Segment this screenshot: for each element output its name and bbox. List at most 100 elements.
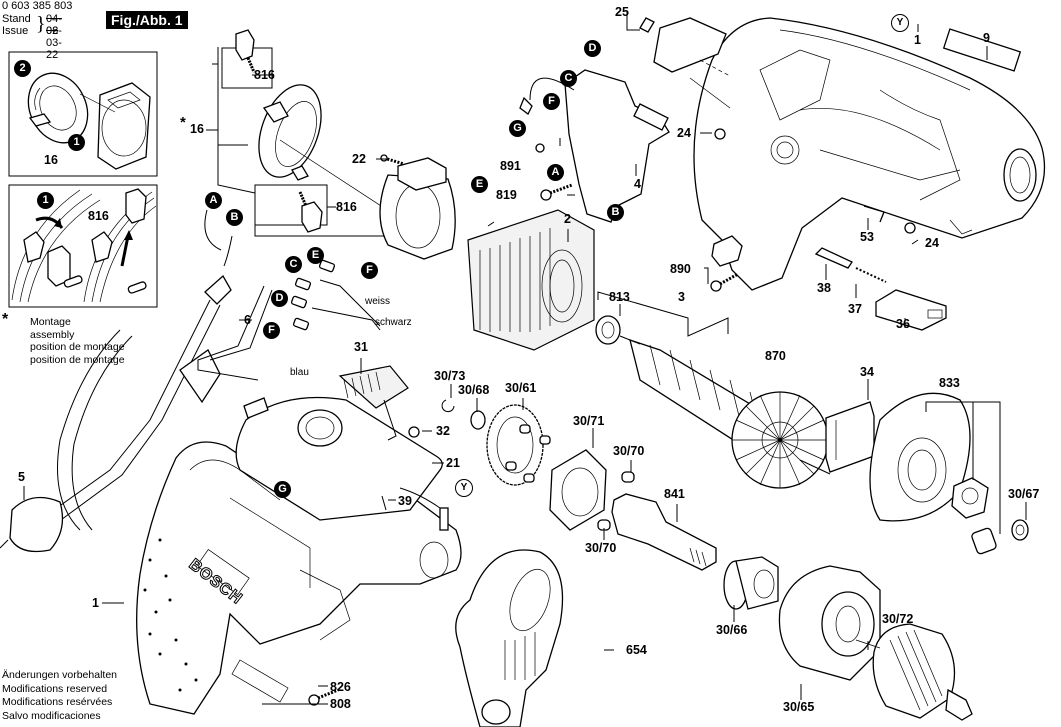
part-label-5: 5: [18, 470, 25, 484]
stand-label: Stand: [2, 13, 31, 25]
bearing-flange-illustration: [869, 392, 1029, 555]
connection-badge-a: A: [205, 192, 222, 209]
wire-label-blue: blau: [290, 367, 309, 378]
part-label-30-72: 30/72: [882, 612, 914, 626]
part-label-4: 4: [634, 177, 641, 191]
inset-brush-holder-illustration: [27, 72, 151, 170]
inset-step-badge-1: 1: [68, 134, 85, 151]
brush-cover-illustration: [379, 154, 456, 260]
footer-line: Salvo modificaciones: [2, 709, 101, 722]
gear-housing-illustration: [778, 565, 881, 681]
connection-badge-b: B: [607, 204, 624, 221]
inset-step-badge-2: 2: [14, 60, 31, 77]
connection-badge-g: G: [509, 120, 526, 137]
detent-pin-spring-slider-illustration: [814, 247, 947, 331]
part-label-1: 1: [914, 33, 921, 47]
revision-info: Stand Issue } 04-02 06-03-22: [2, 13, 62, 61]
part-label-819: 819: [496, 188, 517, 202]
inset-frame-bottom: [8, 184, 158, 308]
part-label-25: 25: [615, 5, 629, 19]
reference-badge-y: Y: [455, 479, 473, 497]
reference-badge-y: Y: [891, 14, 909, 32]
part-label-9: 9: [983, 31, 990, 45]
connection-badge-c: C: [560, 70, 577, 87]
part-label-30-66: 30/66: [716, 623, 748, 637]
modifications-reserved-notice: Änderungen vorbehalten Modifications res…: [2, 669, 117, 723]
part-label-37: 37: [848, 302, 862, 316]
part-label-891: 891: [500, 159, 521, 173]
part-label-32: 32: [436, 424, 450, 438]
part-label-841: 841: [664, 487, 685, 501]
inset-brush-insertion-illustration: [11, 188, 157, 303]
part-label-16-asterisk: *: [180, 114, 186, 131]
part-label-34: 34: [860, 365, 874, 379]
note-line: assembly: [30, 328, 75, 341]
connection-badge-g: G: [274, 481, 291, 498]
inset-frame-top: [8, 51, 158, 177]
connection-badge-f: F: [263, 322, 280, 339]
switch-illustration: [519, 69, 670, 223]
part-label-31: 31: [354, 340, 368, 354]
note-line: position de montage: [30, 353, 125, 366]
connection-badge-d: D: [271, 290, 288, 307]
part-number: 0 603 385 803: [2, 0, 73, 12]
part-label-53: 53: [860, 230, 874, 244]
part-label-24: 24: [925, 236, 939, 250]
part-label-22: 22: [352, 152, 366, 166]
part-label-30-70: 30/70: [585, 541, 617, 555]
drill-chuck-illustration: [855, 623, 973, 721]
part-label-30-68: 30/68: [458, 383, 490, 397]
part-label-39: 39: [398, 494, 412, 508]
part-label-24: 24: [677, 126, 691, 140]
spindle-illustration: [611, 493, 717, 571]
inset-bottom-part-label: 816: [88, 209, 109, 223]
part-label-813: 813: [609, 290, 630, 304]
cable-clamp-illustration: [710, 235, 743, 292]
auxiliary-handle-illustration: [455, 549, 564, 727]
footer-line: Modifications reserved: [2, 682, 108, 695]
part-label-654: 654: [626, 643, 647, 657]
footer-line: Änderungen vorbehalten: [2, 669, 118, 681]
part-label-16: 16: [190, 122, 204, 136]
part-label-833: 833: [939, 376, 960, 390]
part-label-890: 890: [670, 262, 691, 276]
connection-badge-d: D: [584, 40, 601, 57]
connection-badge-f: F: [361, 262, 378, 279]
part-label-30-61: 30/61: [505, 381, 537, 395]
part-label-30-65: 30/65: [783, 700, 815, 714]
part-label-6: 6: [244, 313, 251, 327]
wire-label-white: weiss: [365, 296, 391, 307]
part-label-30-67: 30/67: [1008, 487, 1040, 501]
figure-title: Fig./Abb. 1: [106, 11, 188, 29]
part-label-36: 36: [896, 317, 910, 331]
part-label-21: 21: [446, 456, 460, 470]
issue-label: Issue: [2, 25, 29, 37]
connection-badge-c: C: [285, 256, 302, 273]
connection-badge-e: E: [471, 176, 488, 193]
power-cable-illustration: [0, 209, 233, 553]
part-label-870: 870: [765, 349, 786, 363]
motor-field-illustration: [467, 209, 595, 351]
issue-date: 06-03-22: [46, 25, 62, 61]
asterisk-icon: *: [2, 311, 9, 328]
air-guide-illustration: [825, 401, 875, 473]
part-label-816: 816: [254, 68, 275, 82]
part-label-816: 816: [336, 200, 357, 214]
inset-bottom-step-badge: 1: [37, 192, 54, 209]
part-label-3: 3: [678, 290, 685, 304]
part-label-826: 826: [330, 680, 351, 694]
wire-label-black: schwarz: [375, 317, 412, 328]
brush-holder-assembly-illustration: [212, 29, 400, 237]
armature-illustration: [595, 291, 831, 489]
brace-icon: }: [36, 13, 46, 35]
inset-top-part-label: 16: [44, 153, 58, 167]
connection-badge-f: F: [543, 93, 560, 110]
note-line: Montage: [30, 316, 71, 328]
footer-line: Modifications resérvées: [2, 696, 113, 708]
part-label-2: 2: [564, 212, 571, 226]
connection-badge-e: E: [307, 247, 324, 264]
part-label-1: 1: [92, 596, 99, 610]
gear-train-illustration: [441, 399, 635, 531]
part-label-38: 38: [817, 281, 831, 295]
